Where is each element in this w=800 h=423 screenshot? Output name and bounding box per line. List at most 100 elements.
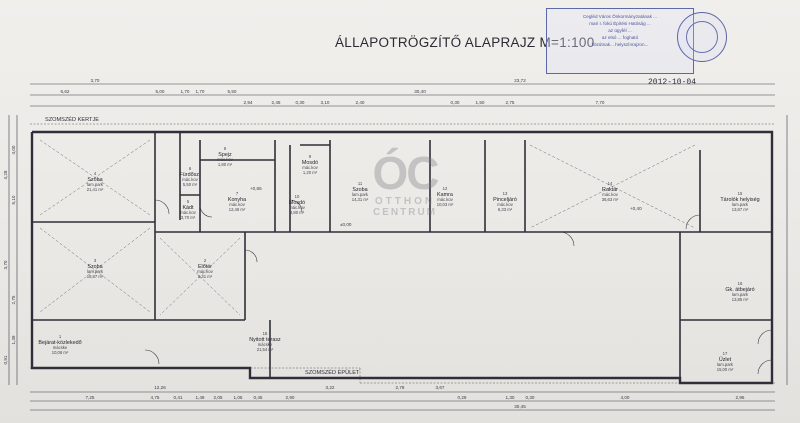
top-dimension-label: 1,70 — [181, 89, 190, 94]
room-area: 15,00 m² — [717, 367, 734, 372]
room-area: 13,67 m² — [732, 207, 749, 212]
level-marker: +0,40 — [630, 206, 642, 211]
date-stamp: 2012-10-04 — [648, 78, 697, 87]
bottom-dimension-label: 4,75 — [151, 395, 160, 400]
room-name: Kádt — [182, 205, 194, 211]
room-area: 3,70 m² — [181, 215, 196, 220]
room-name: Tárolók helyiség — [720, 197, 759, 203]
room-name: Fürdősz. — [180, 172, 201, 178]
top-dimension-label: 0,30 — [451, 100, 460, 105]
top-dimension-label: 23,72 — [514, 78, 526, 83]
left-dimension-label: 0,91 — [3, 355, 8, 364]
room-name: Konyha — [228, 197, 246, 203]
round-seal-icon — [677, 12, 727, 62]
room-number: 17 — [723, 351, 728, 356]
level-marker: +0,65 — [250, 186, 262, 191]
room-area: 14,31 m² — [352, 197, 369, 202]
top-dimension-label: 1,70 — [196, 89, 205, 94]
room-floor: lam.park — [87, 269, 104, 274]
watermark-logo: ÓC — [372, 147, 440, 199]
room-area: 6,33 m² — [498, 207, 513, 212]
top-dimension-label: 3,10 — [321, 100, 330, 105]
top-dimension-label: 2,40 — [356, 100, 365, 105]
left-dimension-label: 4,00 — [11, 145, 16, 154]
room-number: 6 — [189, 166, 192, 171]
north-neighbor-label: SZOMSZÉD KERTJE — [45, 116, 99, 123]
room-name: Szoba — [352, 187, 367, 193]
watermark-line1: OTTHON — [374, 196, 436, 207]
room-floor: mác.kov — [602, 192, 618, 197]
top-dimension-label: 5,50 — [228, 89, 237, 94]
room-name: Mosdó — [289, 200, 305, 206]
left-dimension-labels: 4,284,005,103,702,751,490,91 — [3, 145, 16, 364]
room-area: 1,20 m² — [303, 170, 318, 175]
level-marker: ±0,00 — [340, 222, 352, 227]
top-dimension-label: 3,70 — [91, 78, 100, 83]
room-area: 21,41 m² — [87, 187, 104, 192]
room-number: 12 — [443, 186, 448, 191]
room-name: Spejz — [218, 152, 232, 158]
top-dimension-label: 1,50 — [476, 100, 485, 105]
room-floor: mácske — [258, 342, 273, 347]
south-neighbor-label: SZOMSZÉD ÉPÜLET — [305, 369, 360, 376]
room-floor: mác.kov — [182, 177, 198, 182]
room-name: Szoba — [87, 264, 102, 270]
left-dimension-label: 4,28 — [3, 170, 8, 179]
bottom-dimension-label: 0,30 — [526, 395, 535, 400]
room-name: Nyitott terasz — [249, 337, 281, 343]
bottom-dimension-label: 1,30 — [506, 395, 515, 400]
bottom-dimension-label: 0,41 — [174, 395, 183, 400]
interior-walls — [32, 132, 772, 383]
room-floor: mác.kov — [180, 210, 196, 215]
watermark-line2: CENTRUM — [373, 207, 437, 218]
left-dimension-label: 3,70 — [3, 260, 8, 269]
room-number: 9 — [309, 154, 312, 159]
room-floor: mácske — [53, 345, 68, 350]
room-area: 12,49 m² — [229, 207, 246, 212]
room-area: 18,87 m² — [87, 274, 104, 279]
room-floor: mác.kov — [197, 269, 213, 274]
room-diagonals — [39, 139, 696, 316]
room-floor: lam.park — [732, 292, 749, 297]
bottom-dimension-label: 30,45 — [514, 404, 526, 409]
stamp-line: az elsó ... fogható — [601, 35, 639, 40]
bottom-dimension-label: 1,49 — [196, 395, 205, 400]
dimension-lines — [8, 83, 788, 411]
stamp-line: Cegléd Város Önkormányzatának ... — [582, 14, 658, 19]
bottom-dimension-label: 0,45 — [254, 395, 263, 400]
bottom-dimension-label: 0,29 — [458, 395, 467, 400]
room-number: 10 — [295, 194, 300, 199]
stamp-line: mari I. fokú Építési Hatóság ... — [589, 21, 651, 26]
top-dimension-label: 2,94 — [244, 100, 253, 105]
top-dimension-label: 2,75 — [506, 100, 515, 105]
bottom-dimension-label: 12,26 — [154, 385, 166, 390]
room-floor: mác.kov — [497, 202, 513, 207]
room-name: Bejárat-közlekedő — [38, 340, 81, 346]
room-number: 1 — [59, 334, 62, 339]
room-name: Szoba — [87, 177, 102, 183]
room-number: 7 — [236, 191, 239, 196]
bottom-dimension-label: 4,00 — [621, 395, 630, 400]
top-dimension-label: 0,30 — [296, 100, 305, 105]
bottom-dimension-label: 3,67 — [436, 385, 445, 390]
left-dimension-label: 2,75 — [11, 295, 16, 304]
stamp-line: az ügyfél ... — [608, 28, 632, 33]
bottom-dimension-label: 2,78 — [396, 385, 405, 390]
top-dimension-label: 7,70 — [596, 100, 605, 105]
stamp-line: közútnak... helyszínrajzon... — [591, 42, 649, 47]
